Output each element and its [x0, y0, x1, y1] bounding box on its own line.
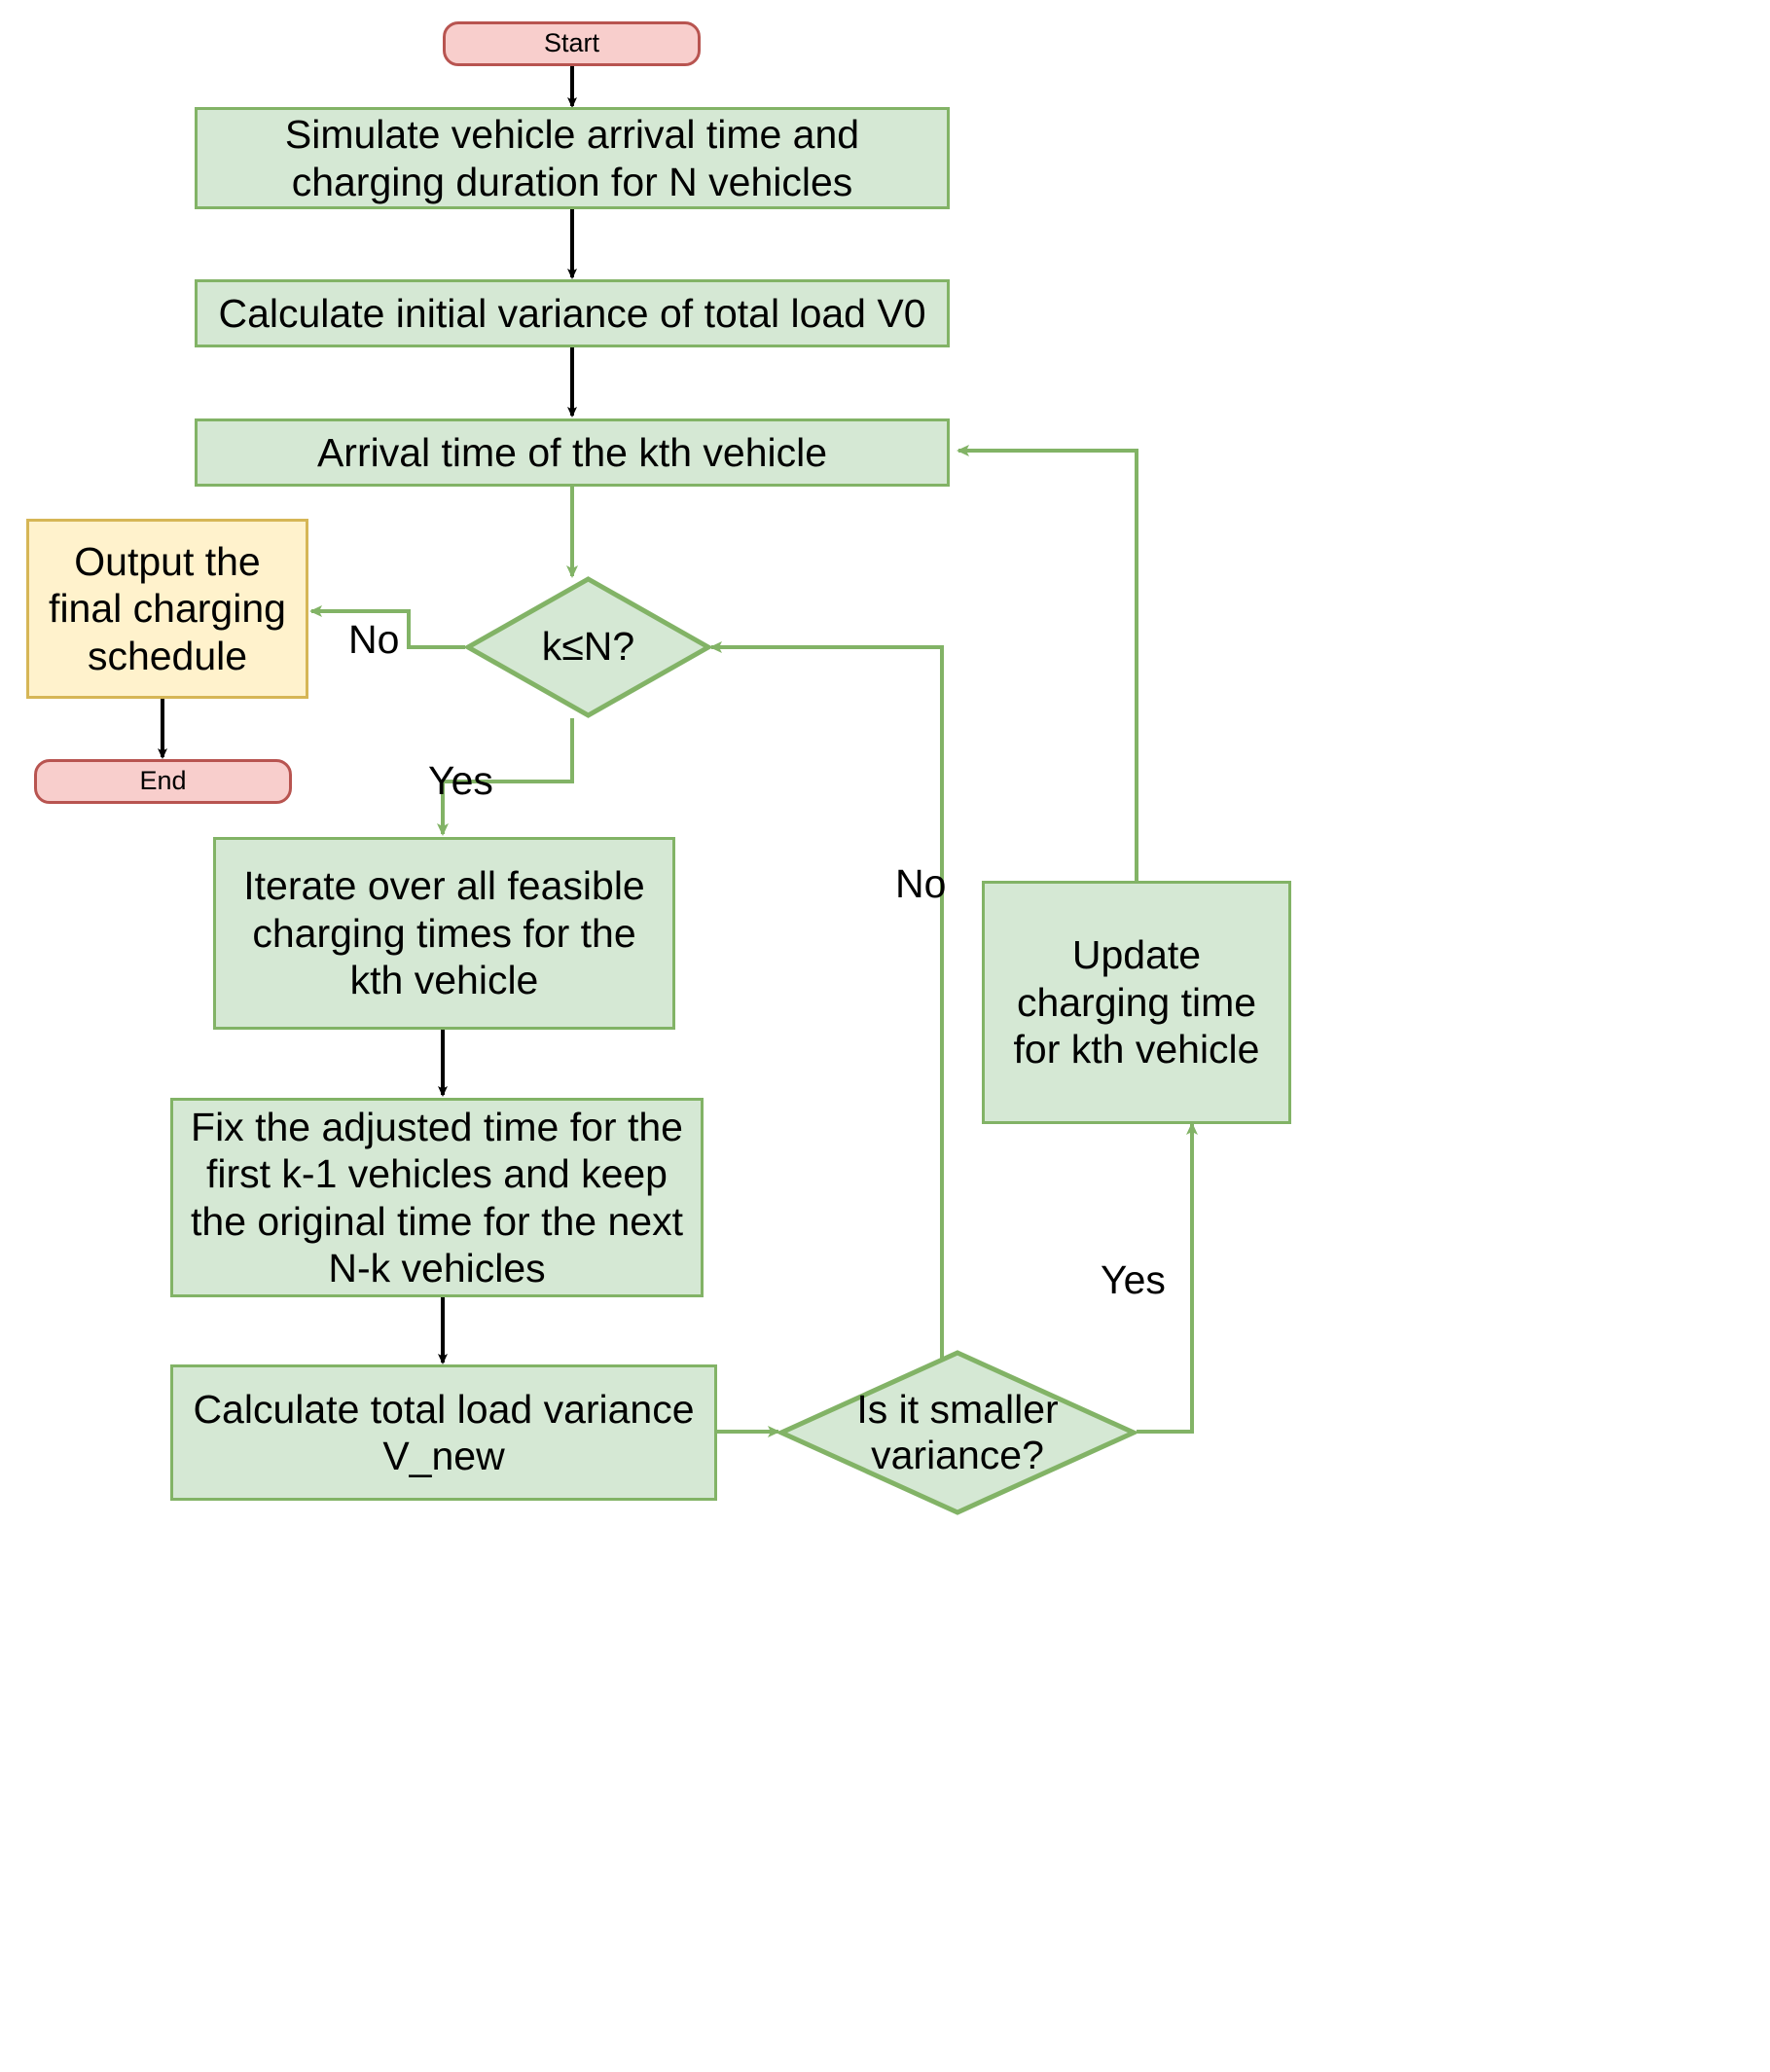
- node-output-schedule[interactable]: Output the final charging schedule: [26, 519, 308, 699]
- node-arrival-time-kth[interactable]: Arrival time of the kth vehicle: [195, 418, 950, 487]
- node-decision-smaller-variance[interactable]: Is it smaller variance?: [778, 1350, 1137, 1515]
- node-update-charging-time[interactable]: Update charging time for kth vehicle: [982, 881, 1291, 1124]
- edge-label-k-no: No: [348, 617, 400, 662]
- node-iterate-feasible-times[interactable]: Iterate over all feasible charging times…: [213, 837, 675, 1030]
- edge-label-variance-yes: Yes: [1101, 1257, 1166, 1302]
- node-start[interactable]: Start: [443, 21, 701, 66]
- edge-label-k-yes: Yes: [428, 758, 493, 803]
- node-calculate-total-variance[interactable]: Calculate total load variance V_new: [170, 1364, 717, 1501]
- node-calculate-initial-variance[interactable]: Calculate initial variance of total load…: [195, 279, 950, 347]
- node-fix-adjusted-time[interactable]: Fix the adjusted time for the first k-1 …: [170, 1098, 704, 1297]
- node-simulate-arrival[interactable]: Simulate vehicle arrival time and chargi…: [195, 107, 950, 209]
- node-end[interactable]: End: [34, 759, 292, 804]
- node-decision-k-le-n[interactable]: k≤N?: [465, 576, 711, 718]
- edge-label-variance-no: No: [895, 861, 947, 906]
